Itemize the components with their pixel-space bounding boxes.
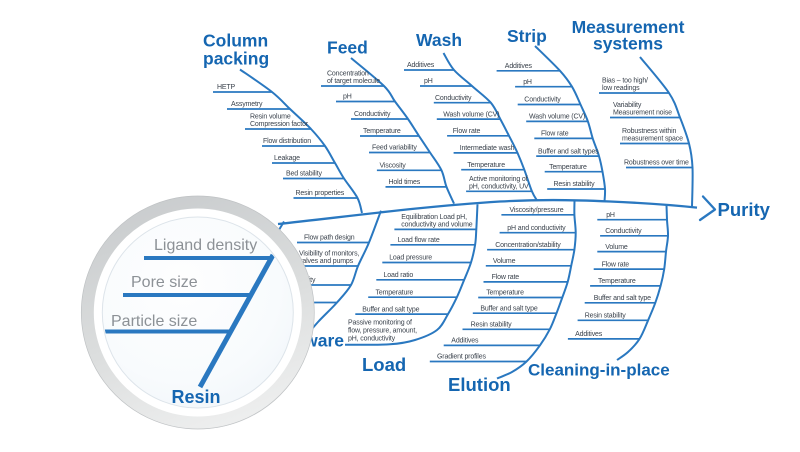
- svg-text:Variability: Variability: [613, 102, 642, 109]
- svg-text:Conductivity: Conductivity: [435, 95, 472, 102]
- svg-text:Resin stability: Resin stability: [471, 322, 513, 329]
- svg-text:pH: pH: [523, 79, 532, 86]
- svg-text:Feed: Feed: [327, 38, 368, 58]
- svg-text:Resin volume: Resin volume: [250, 114, 291, 121]
- svg-text:Resin stability: Resin stability: [585, 313, 627, 320]
- svg-text:Buffer and salt types: Buffer and salt types: [538, 148, 599, 155]
- svg-text:Wash volume (CV): Wash volume (CV): [443, 111, 499, 118]
- svg-text:Conductivity: Conductivity: [354, 111, 391, 118]
- svg-text:Strip: Strip: [507, 26, 547, 46]
- svg-text:Temperature: Temperature: [363, 128, 401, 135]
- svg-text:Temperature: Temperature: [467, 162, 505, 169]
- svg-text:Robustness over time: Robustness over time: [624, 160, 689, 167]
- svg-text:Passive monitoring of: Passive monitoring of: [348, 320, 412, 327]
- svg-text:Conductivity: Conductivity: [605, 228, 642, 235]
- svg-text:Viscosity/pressure: Viscosity/pressure: [510, 207, 564, 214]
- svg-text:pH, conductivity, UV: pH, conductivity, UV: [469, 184, 529, 191]
- svg-text:Flow rate: Flow rate: [602, 261, 630, 268]
- svg-text:measurement space: measurement space: [622, 136, 683, 143]
- svg-text:Gradient profiles: Gradient profiles: [437, 354, 486, 361]
- svg-text:Additives: Additives: [575, 331, 603, 338]
- svg-text:Flow rate: Flow rate: [541, 131, 569, 138]
- svg-text:valves and pumps: valves and pumps: [299, 258, 354, 265]
- svg-text:Bias – too high/: Bias – too high/: [602, 78, 648, 85]
- svg-text:Load ratio: Load ratio: [384, 272, 414, 279]
- svg-text:pH: pH: [606, 212, 615, 219]
- svg-text:Feed variability: Feed variability: [372, 145, 417, 152]
- svg-text:Flow distribution: Flow distribution: [263, 138, 311, 145]
- svg-text:Viscosity: Viscosity: [380, 163, 407, 170]
- svg-text:Column: Column: [203, 31, 268, 51]
- svg-text:Flow path design: Flow path design: [304, 235, 355, 242]
- svg-text:Volume: Volume: [493, 258, 516, 265]
- svg-text:Resin: Resin: [171, 387, 220, 407]
- svg-text:Additives: Additives: [407, 62, 435, 69]
- svg-text:Wash volume (CV): Wash volume (CV): [529, 114, 585, 121]
- svg-text:Resin properties: Resin properties: [296, 190, 345, 197]
- svg-text:Load flow rate: Load flow rate: [398, 237, 440, 244]
- svg-text:Additives: Additives: [505, 63, 533, 70]
- svg-text:Temperature: Temperature: [486, 290, 524, 297]
- svg-text:Leakage: Leakage: [274, 155, 300, 162]
- svg-text:low readings: low readings: [602, 85, 640, 92]
- svg-text:pH, conductivity: pH, conductivity: [348, 336, 396, 343]
- svg-text:Load pressure: Load pressure: [389, 255, 432, 262]
- svg-text:Compression factor: Compression factor: [250, 121, 309, 128]
- svg-text:Equilibration Load pH,: Equilibration Load pH,: [401, 214, 467, 221]
- svg-text:pH and conductivity: pH and conductivity: [507, 225, 566, 232]
- svg-text:Concentration: Concentration: [327, 71, 369, 78]
- svg-text:Flow rate: Flow rate: [492, 274, 520, 281]
- svg-text:Additives: Additives: [451, 338, 479, 345]
- svg-text:of target molecule: of target molecule: [327, 78, 380, 85]
- svg-text:Buffer and salt type: Buffer and salt type: [594, 295, 651, 302]
- svg-text:Temperature: Temperature: [598, 278, 636, 285]
- svg-text:Active monitoring of: Active monitoring of: [469, 176, 528, 183]
- svg-text:Pore size: Pore size: [131, 274, 198, 291]
- svg-text:Cleaning-in-place: Cleaning-in-place: [528, 361, 670, 380]
- svg-text:Purity: Purity: [718, 199, 771, 220]
- svg-text:HETP: HETP: [217, 84, 236, 91]
- svg-text:Resin stability: Resin stability: [554, 181, 596, 188]
- svg-text:Concentration/stability: Concentration/stability: [495, 242, 561, 249]
- svg-text:Particle size: Particle size: [111, 313, 197, 330]
- svg-text:Visibility of monitors,: Visibility of monitors,: [299, 251, 359, 258]
- svg-text:Flow rate: Flow rate: [453, 128, 481, 135]
- svg-text:Conductivity: Conductivity: [524, 97, 561, 104]
- svg-text:Assymetry: Assymetry: [231, 101, 263, 108]
- svg-text:Hold times: Hold times: [389, 179, 421, 186]
- svg-text:conductivity and volume: conductivity and volume: [401, 222, 473, 229]
- svg-text:Robustness within: Robustness within: [622, 128, 677, 135]
- svg-text:Measurement noise: Measurement noise: [613, 110, 672, 117]
- svg-text:Volume: Volume: [605, 244, 628, 251]
- svg-text:packing: packing: [203, 49, 269, 69]
- svg-text:Wash: Wash: [416, 30, 462, 50]
- svg-text:pH: pH: [424, 78, 433, 85]
- svg-text:Load: Load: [362, 354, 406, 375]
- svg-text:pH: pH: [343, 94, 352, 101]
- svg-text:flow, pressure, amount,: flow, pressure, amount,: [348, 328, 417, 335]
- svg-text:Elution: Elution: [448, 374, 511, 395]
- svg-text:Buffer and salt type: Buffer and salt type: [362, 306, 419, 313]
- svg-text:systems: systems: [593, 34, 663, 54]
- svg-text:Buffer and salt type: Buffer and salt type: [480, 305, 537, 312]
- svg-text:Temperature: Temperature: [376, 289, 414, 296]
- svg-text:Temperature: Temperature: [549, 164, 587, 171]
- svg-text:Measurement: Measurement: [572, 17, 685, 37]
- svg-text:Intermediate wash: Intermediate wash: [460, 145, 515, 152]
- svg-text:Bed stability: Bed stability: [286, 171, 322, 178]
- svg-text:Ligand density: Ligand density: [154, 237, 257, 254]
